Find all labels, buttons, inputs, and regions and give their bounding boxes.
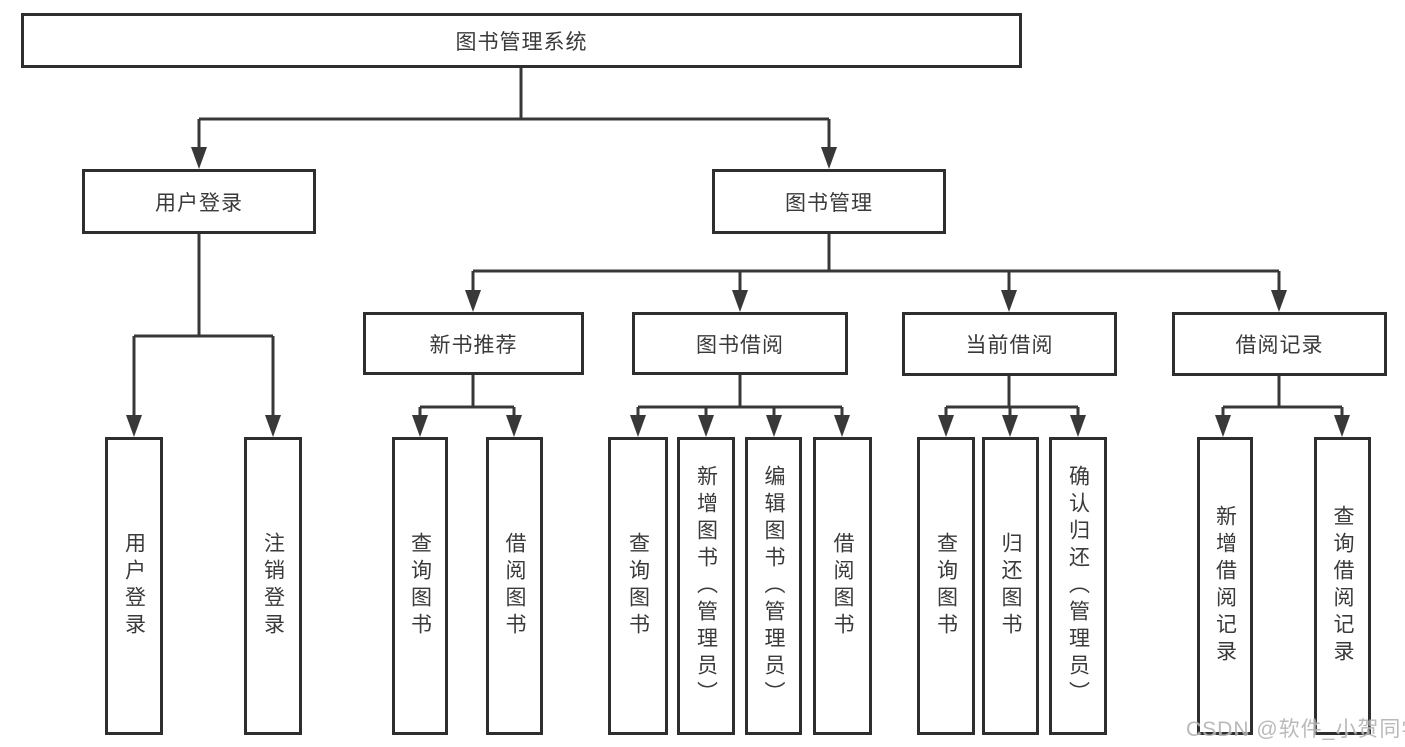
node-new-book-recommend: 新书推荐 — [363, 312, 584, 375]
leaf-confirm-return-admin: 确认归还（管理员） — [1049, 437, 1107, 735]
node-book-borrow: 图书借阅 — [632, 312, 848, 375]
leaf-newbooks-query-books: 查询图书 — [392, 437, 448, 735]
arrowheads — [126, 147, 1350, 437]
leaf-borrow-borrow-books: 借阅图书 — [813, 437, 872, 735]
leaf-user-login: 用户登录 — [105, 437, 163, 735]
node-book-management: 图书管理 — [712, 169, 946, 234]
leaf-logout: 注销登录 — [244, 437, 302, 735]
leaf-borrow-query-books: 查询图书 — [608, 437, 668, 735]
csdn-watermark: CSDN @软件_小贺同学 — [1186, 718, 1405, 741]
leaf-add-borrow-record: 新增借阅记录 — [1197, 437, 1253, 735]
leaf-current-query-books: 查询图书 — [917, 437, 975, 735]
node-root: 图书管理系统 — [21, 13, 1022, 68]
leaf-add-books-admin: 新增图书（管理员） — [677, 437, 735, 735]
node-current-borrow: 当前借阅 — [902, 312, 1117, 376]
leaf-newbooks-borrow-books: 借阅图书 — [486, 437, 543, 735]
node-user-login: 用户登录 — [82, 169, 316, 234]
leaf-return-books: 归还图书 — [982, 437, 1039, 735]
node-borrow-records: 借阅记录 — [1172, 312, 1387, 376]
leaf-query-borrow-record: 查询借阅记录 — [1314, 437, 1371, 735]
leaf-edit-books-admin: 编辑图书（管理员） — [745, 437, 802, 735]
tree-edges — [132, 68, 1344, 419]
